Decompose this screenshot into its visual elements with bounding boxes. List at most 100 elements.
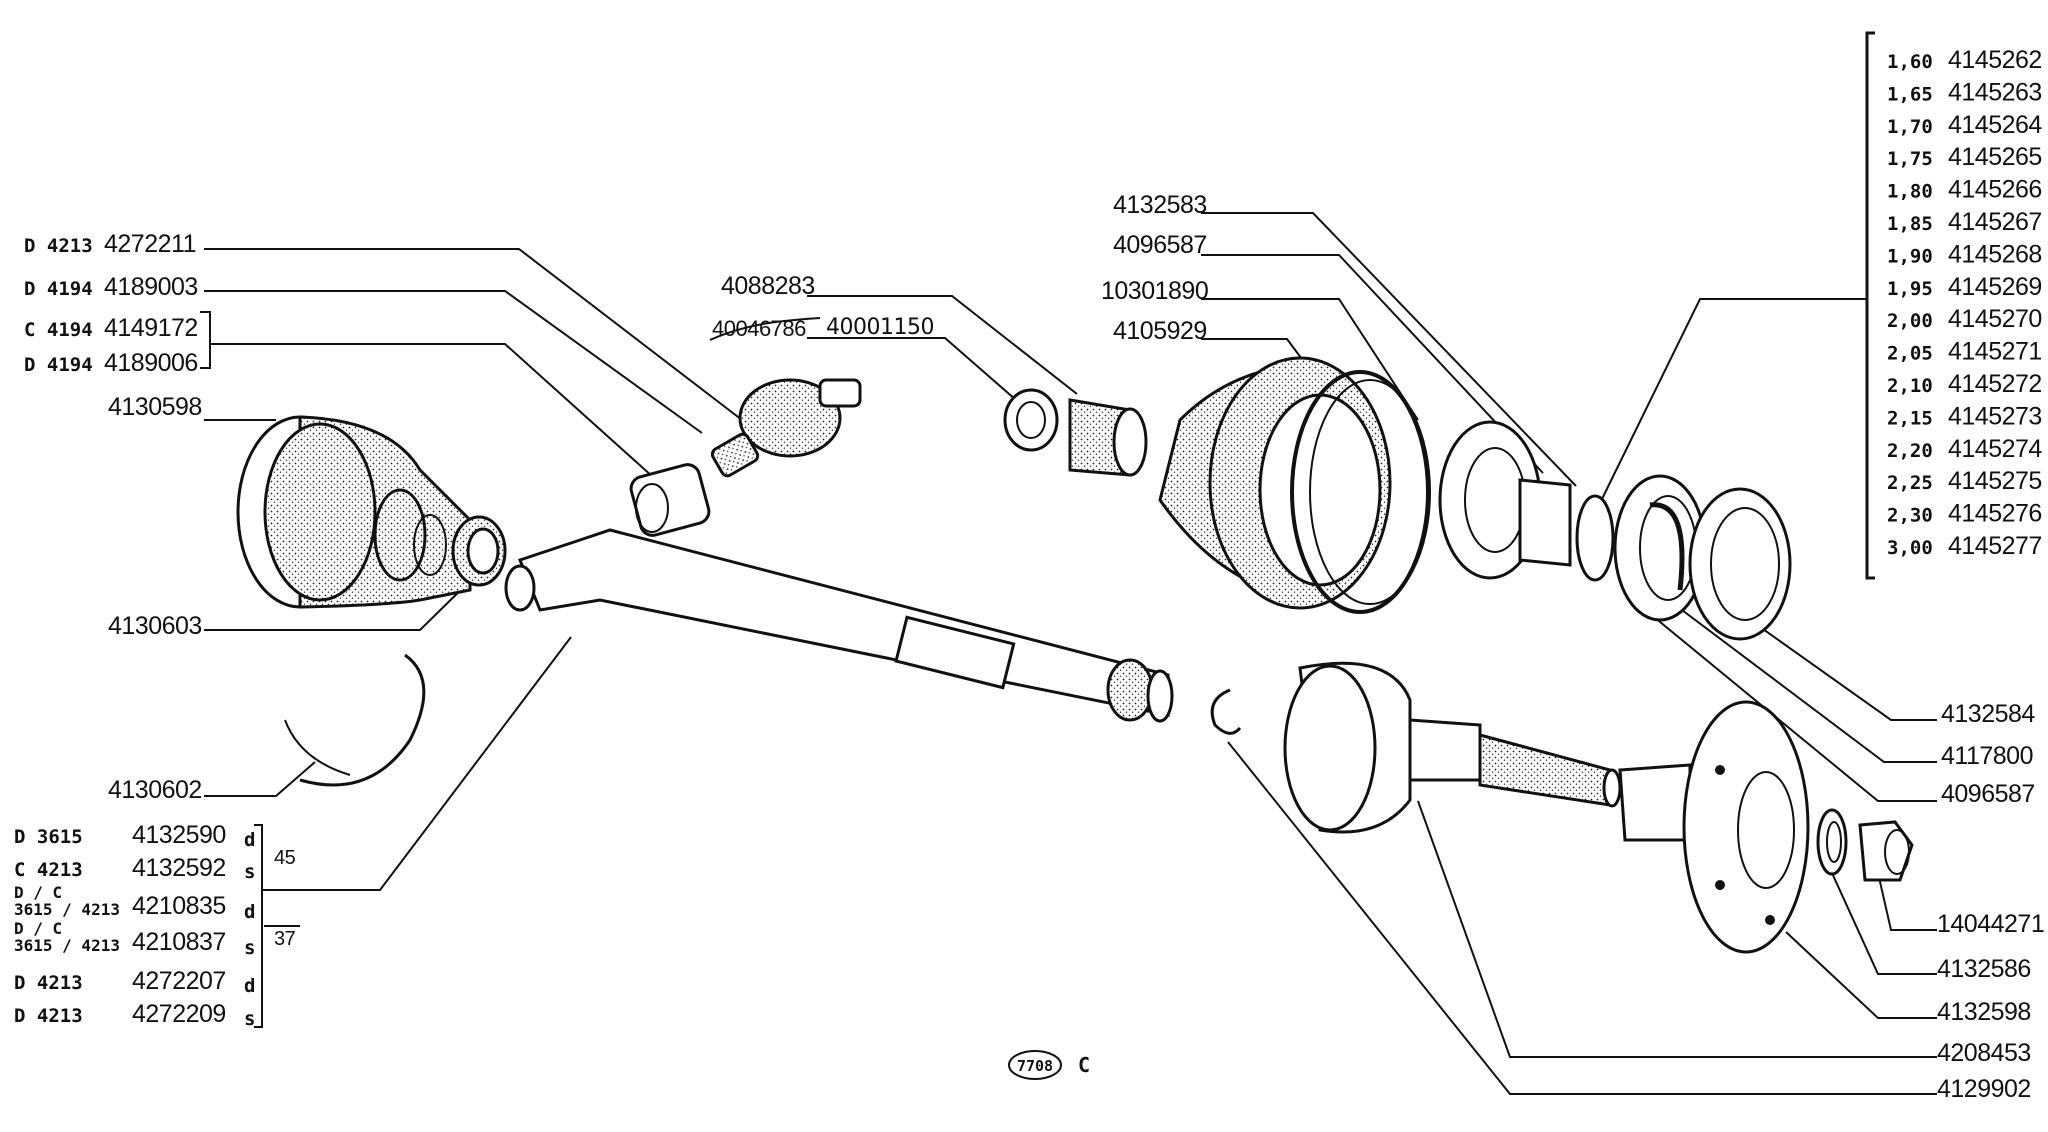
shim-list-row: 2,00 4145270: [1887, 305, 2042, 333]
group-37: 37: [274, 928, 296, 950]
shaft-row-part: 4210837: [132, 928, 226, 956]
shaft-row-side: s: [244, 1008, 255, 1030]
shim-size: 1,90: [1887, 245, 1933, 267]
shaft-row-part: 4272209: [132, 1000, 226, 1028]
bushing-40001150: [1003, 388, 1059, 452]
shaft-row-code: D 4213: [14, 972, 83, 994]
svg-text:D 4194: D 4194: [24, 278, 93, 300]
callout-14044271: 14044271: [1937, 910, 2044, 938]
svg-text:4272211: 4272211: [104, 230, 196, 258]
shaft-row-side: d: [244, 829, 255, 851]
shaft-row-part: 4132592: [132, 854, 226, 882]
clamp-ring-10301890: [1290, 370, 1431, 614]
spider-4272211: [710, 378, 862, 478]
shim-part-number: 4145263: [1948, 78, 2042, 106]
shim-size: 2,00: [1887, 310, 1933, 332]
shim-size: 1,75: [1887, 148, 1933, 170]
shim-part-number: 4145272: [1948, 370, 2042, 398]
circlip-4130602-inner: [284, 719, 351, 776]
ring-4130603: [451, 515, 507, 587]
shaft-row-side: s: [244, 937, 255, 959]
shim-size: 1,80: [1887, 181, 1933, 203]
shim-part-number: 4145274: [1948, 435, 2042, 463]
shaft-row-code: D 4213: [14, 1005, 83, 1027]
circlip-4130602: [299, 653, 426, 787]
callout-10301890: 10301890: [1101, 277, 1208, 305]
svg-text:4189003: 4189003: [104, 273, 198, 301]
shim-size: 2,25: [1887, 472, 1933, 494]
svg-text:D 4213: D 4213: [24, 235, 93, 257]
bearing-cup-4149172: [629, 463, 711, 537]
shaft-row-part: 4132590: [132, 821, 226, 849]
shim-list-row: 2,20 4145274: [1887, 435, 2043, 463]
shim-size: 2,30: [1887, 505, 1933, 527]
callout-40001150: 40001150: [826, 315, 934, 340]
shim-part-number: 4145264: [1948, 111, 2042, 139]
top-label-group: 4132583 4096587 10301890 4105929: [1101, 191, 1577, 487]
shaft-row-code: D 3615: [14, 826, 83, 848]
shim-part-number: 4145270: [1948, 305, 2042, 333]
callout-4130603: 4130603: [108, 612, 202, 640]
inner-boot: [236, 415, 472, 609]
shim-size: 1,60: [1887, 51, 1933, 73]
left-label-group: D 4213 4272211 D 4194 4189003 C 4194 414…: [24, 230, 743, 804]
shim-size: 1,95: [1887, 278, 1933, 300]
shaft-row-type: D / C: [14, 919, 62, 938]
shim-list-row: 1,70 4145264: [1887, 111, 2043, 139]
plate-number: 7708 C: [1008, 1050, 1090, 1080]
callout-4088283: 4088283: [721, 272, 815, 300]
callout-4130598: 4130598: [108, 393, 202, 421]
callout-4132584: 4132584: [1941, 700, 2035, 728]
svg-text:4189006: 4189006: [104, 349, 198, 377]
bearing-4096587: [1438, 420, 1572, 580]
right-label-group: 4132584 4117800 4096587 14044271 4132586…: [1227, 603, 2045, 1103]
callout-4272211: D 4213 4272211: [24, 230, 196, 258]
nut-14044271: [1858, 820, 1914, 882]
shim-size: 2,15: [1887, 407, 1933, 429]
spring-4117800: [1613, 474, 1707, 622]
svg-text:C 4194: C 4194: [24, 319, 93, 341]
shim-part-number: 4145267: [1948, 208, 2042, 236]
shim-part-number: 4145269: [1948, 273, 2042, 301]
plate-suffix: C: [1078, 1053, 1090, 1077]
shaft-row-part: 4272207: [132, 967, 226, 995]
callout-4132583: 4132583: [1113, 191, 1207, 219]
shim-ring: [1575, 494, 1615, 582]
shaft-row-side: s: [244, 861, 255, 883]
callout-4189003: D 4194 4189003: [24, 273, 198, 301]
shaft-row-type: D / C: [14, 883, 62, 902]
callout-4105929: 4105929: [1113, 317, 1207, 345]
shaft-row-code: 3615 / 4213: [14, 900, 120, 919]
outer-boot-4105929: [1158, 356, 1392, 610]
svg-text:4149172: 4149172: [104, 314, 198, 342]
washer-4132586: [1816, 808, 1848, 876]
bushing-4088283: [1068, 398, 1148, 477]
shim-size: 2,05: [1887, 343, 1933, 365]
middle-label-group: 4088283 40046786 40001150: [709, 272, 1078, 408]
callout-4130602: 4130602: [108, 776, 202, 804]
shim-size: 1,70: [1887, 116, 1933, 138]
shim-part-number: 4145276: [1948, 500, 2042, 528]
shim-list-row: 1,95 4145269: [1887, 273, 2042, 301]
shaft-row-side: d: [244, 901, 255, 923]
group-45: 45: [274, 847, 296, 869]
callout-4132598: 4132598: [1937, 998, 2031, 1026]
callout-4208453: 4208453: [1937, 1039, 2031, 1067]
shim-list-row: 1,60 4145262: [1887, 46, 2042, 74]
callout-4096587-top: 4096587: [1113, 231, 1207, 259]
shim-part-number: 4145277: [1948, 532, 2042, 560]
plate-number-text: 7708: [1017, 1057, 1053, 1075]
shim-part-number: 4145262: [1948, 46, 2042, 74]
shim-size: 2,20: [1887, 440, 1933, 462]
